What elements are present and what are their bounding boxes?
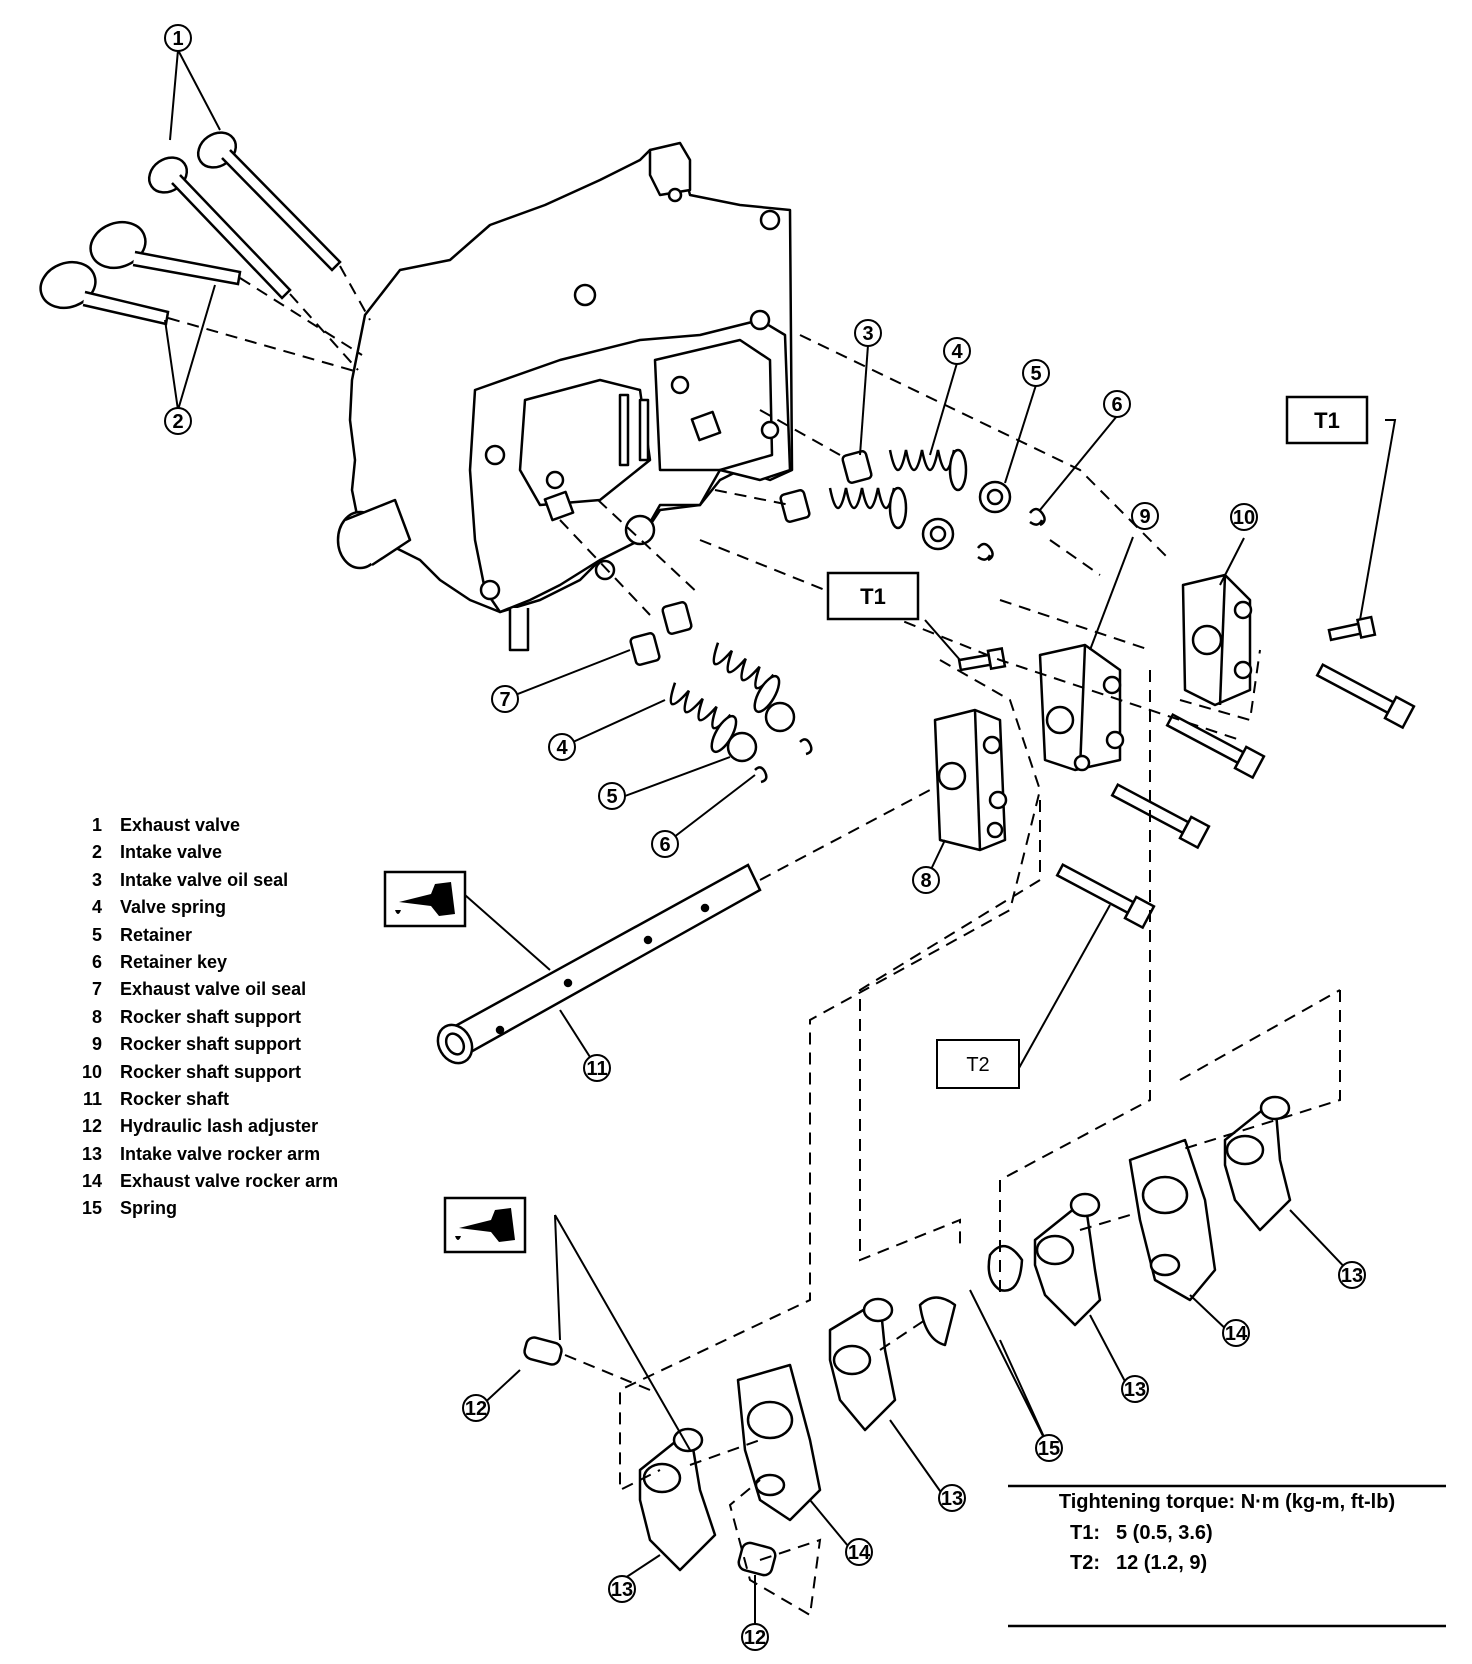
callout-5: 5 xyxy=(1022,359,1050,387)
callout-4-lower: 4 xyxy=(548,733,576,761)
svg-text:13: 13 xyxy=(941,1488,963,1510)
assembly-dashes xyxy=(559,334,1341,1617)
valve-leader-dashes xyxy=(167,265,371,373)
svg-text:4: 4 xyxy=(951,341,963,363)
callout-13-bottom: 13 xyxy=(608,1575,636,1603)
oil-can-icon xyxy=(443,1196,527,1254)
exhaust-valves xyxy=(147,131,342,300)
torque-title: Tightening torque: N·m (kg-m, ft-lb) xyxy=(1058,1491,1396,1513)
svg-text:15: 15 xyxy=(1038,1438,1060,1460)
callout-3: 3 xyxy=(854,319,882,347)
callout-13-top: 13 xyxy=(1338,1261,1366,1289)
svg-text:13: 13 xyxy=(1124,1379,1146,1401)
svg-text:6: 6 xyxy=(1111,394,1122,416)
intake-valves xyxy=(39,220,242,326)
svg-text:14: 14 xyxy=(848,1542,871,1564)
svg-text:5: 5 xyxy=(1030,363,1041,385)
torque-tag-t1-mid: T1 xyxy=(826,571,920,621)
hydraulic-lash-adjusters xyxy=(523,1336,777,1577)
torque-row-t2: T2:12 (1.2, 9) xyxy=(1070,1552,1208,1574)
callout-4: 4 xyxy=(943,337,971,365)
callout-14-upper: 14 xyxy=(1222,1319,1250,1347)
callout-8: 8 xyxy=(912,866,940,894)
valve-springs-upper xyxy=(779,448,1046,562)
svg-text:2: 2 xyxy=(172,411,183,433)
svg-text:3: 3 xyxy=(862,323,873,345)
callout-12-upper: 12 xyxy=(462,1394,490,1422)
svg-text:12: 12 xyxy=(465,1398,487,1420)
svg-text:T1: T1 xyxy=(1314,408,1340,433)
callout-13-lower: 13 xyxy=(938,1484,966,1512)
callout-1: 1 xyxy=(164,24,192,52)
callout-9: 9 xyxy=(1131,502,1159,530)
valve-springs-lower xyxy=(629,601,813,784)
rocker-shaft xyxy=(436,863,762,1065)
cylinder-head xyxy=(336,141,794,652)
svg-text:6: 6 xyxy=(659,834,670,856)
svg-text:13: 13 xyxy=(1341,1265,1363,1287)
callout-13-middle: 13 xyxy=(1121,1375,1149,1403)
svg-text:9: 9 xyxy=(1139,506,1150,528)
rocker-shaft-supports xyxy=(933,573,1253,852)
svg-text:T2: T2 xyxy=(966,1054,989,1076)
leader-lines xyxy=(164,49,1397,1625)
callout-12-lower: 12 xyxy=(741,1623,769,1651)
callout-15: 15 xyxy=(1035,1434,1063,1462)
svg-text:5: 5 xyxy=(606,786,617,808)
bolts xyxy=(957,615,1416,930)
callout-6: 6 xyxy=(1103,390,1131,418)
callout-2: 2 xyxy=(164,407,192,435)
torque-spec-table: Tightening torque: N·m (kg-m, ft-lb) T1:… xyxy=(1008,1486,1446,1578)
svg-text:10: 10 xyxy=(1233,507,1255,529)
callouts: 1 2 3 4 5 6 7 4 5 6 8 9 10 11 12 13 14 1… xyxy=(164,24,1366,1651)
torque-row-t1: T1:5 (0.5, 3.6) xyxy=(1070,1522,1213,1544)
callout-6-lower: 6 xyxy=(651,830,679,858)
svg-text:8: 8 xyxy=(920,870,931,892)
callout-7: 7 xyxy=(491,685,519,713)
svg-text:12: 12 xyxy=(744,1627,766,1649)
callout-5-lower: 5 xyxy=(598,782,626,810)
oil-can-icon xyxy=(383,870,467,928)
callout-10: 10 xyxy=(1230,503,1258,531)
callout-14-lower: 14 xyxy=(845,1538,873,1566)
svg-text:11: 11 xyxy=(586,1058,607,1080)
svg-text:14: 14 xyxy=(1225,1323,1248,1345)
torque-tag-t1-top: T1 xyxy=(1285,395,1369,445)
svg-text:7: 7 xyxy=(499,689,510,711)
svg-text:4: 4 xyxy=(556,737,568,759)
svg-text:13: 13 xyxy=(611,1579,633,1601)
svg-text:1: 1 xyxy=(172,28,183,50)
torque-tag-t2: T2 xyxy=(936,1039,1020,1089)
svg-text:T1: T1 xyxy=(860,584,886,609)
callout-11: 11 xyxy=(583,1054,611,1082)
